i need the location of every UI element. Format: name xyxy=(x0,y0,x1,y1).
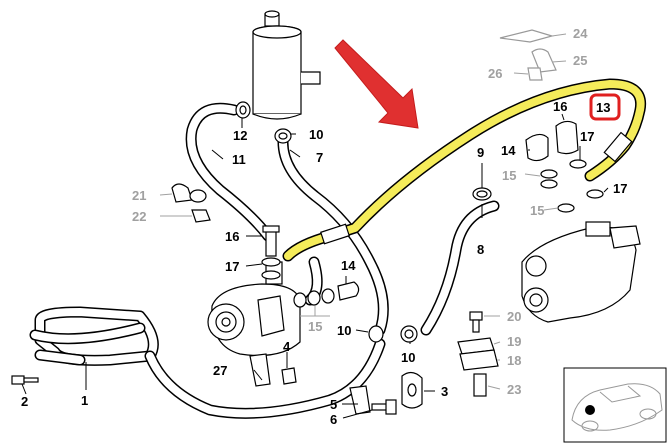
callout-8: 8 xyxy=(477,242,484,257)
callout-2: 2 xyxy=(21,394,28,409)
callout-11: 11 xyxy=(232,152,246,167)
callout-15-right-bottom: 15 xyxy=(530,203,544,218)
callout-23: 23 xyxy=(507,382,521,397)
callout-14-right: 14 xyxy=(501,143,516,158)
car-silhouette-icon xyxy=(571,383,663,432)
callout-12: 12 xyxy=(233,128,247,143)
holder-18[interactable] xyxy=(459,349,499,371)
cooling-line-1[interactable] xyxy=(29,306,386,419)
bracket-24[interactable] xyxy=(499,29,555,43)
callout-10-right: 10 xyxy=(401,350,415,365)
return-hose-11[interactable] xyxy=(185,102,274,242)
callout-15-right-top: 15 xyxy=(502,168,516,183)
callout-17-left: 17 xyxy=(225,259,239,274)
bracket-27[interactable] xyxy=(249,353,271,387)
callout-16-right: 16 xyxy=(553,99,567,114)
nut-26[interactable] xyxy=(527,67,543,81)
callout-3: 3 xyxy=(441,384,448,399)
callout-9: 9 xyxy=(477,145,484,160)
seal-ring-17-right-bottom[interactable] xyxy=(586,189,604,199)
callout-labels: 1 2 3 4 5 6 7 8 9 10 10 10 11 12 13 14 1… xyxy=(21,26,627,427)
clamp-10-top[interactable] xyxy=(274,128,292,144)
callout-14-left: 14 xyxy=(341,258,356,273)
return-hose-8[interactable] xyxy=(420,200,500,336)
callout-24: 24 xyxy=(573,26,588,41)
callout-25: 25 xyxy=(573,53,587,68)
location-dot xyxy=(585,405,595,415)
callout-10-bottom: 10 xyxy=(337,323,351,338)
seal-ring-17-right-top[interactable] xyxy=(569,159,587,169)
callout-16-left: 16 xyxy=(225,229,239,244)
seal-rings-15-left[interactable] xyxy=(293,288,335,308)
screw-20[interactable] xyxy=(469,311,483,333)
callout-26: 26 xyxy=(488,66,502,81)
clamp-10-bottom[interactable] xyxy=(368,325,384,343)
holder-21[interactable] xyxy=(171,183,207,203)
callout-10-top: 10 xyxy=(309,127,323,142)
callout-13-box xyxy=(589,93,621,121)
callout-15-left: 15 xyxy=(308,319,322,334)
union-fitting-14-left[interactable] xyxy=(337,281,360,301)
callout-4: 4 xyxy=(283,339,291,354)
bolt-6[interactable] xyxy=(371,399,397,415)
fluid-reservoir[interactable] xyxy=(252,10,321,120)
callout-18: 18 xyxy=(507,353,521,368)
callout-27: 27 xyxy=(213,363,227,378)
banjo-bolt-16-right[interactable] xyxy=(555,120,579,155)
seal-rings-15-right[interactable] xyxy=(540,169,575,213)
arrow-icon xyxy=(334,39,419,129)
callout-17-right-bottom: 17 xyxy=(613,181,627,196)
power-steering-pump[interactable] xyxy=(207,261,301,357)
callout-21: 21 xyxy=(132,188,146,203)
clamp-10-right[interactable] xyxy=(400,325,418,343)
seal-ring-17-left[interactable] xyxy=(261,257,281,280)
callout-13: 13 xyxy=(596,100,610,115)
vehicle-locator-thumbnail[interactable] xyxy=(563,367,667,443)
callout-22: 22 xyxy=(132,209,146,224)
rubber-mount-3[interactable] xyxy=(401,371,423,409)
callout-20: 20 xyxy=(507,309,521,324)
callout-1: 1 xyxy=(81,393,88,408)
callout-6: 6 xyxy=(330,412,337,427)
clamp-9[interactable] xyxy=(472,187,492,201)
callout-7: 7 xyxy=(316,150,323,165)
callout-19: 19 xyxy=(507,334,521,349)
pressure-hose-13[interactable] xyxy=(282,78,647,262)
leader-lines xyxy=(21,33,609,419)
union-fitting-14-right[interactable] xyxy=(525,133,549,162)
sleeve-23[interactable] xyxy=(473,373,487,397)
clamp-25[interactable] xyxy=(531,48,557,73)
nut-22[interactable] xyxy=(191,209,211,223)
callout-17-right-top: 17 xyxy=(580,129,594,144)
bolt-2[interactable] xyxy=(11,375,39,385)
clamp-5[interactable] xyxy=(349,385,371,415)
banjo-bolt-16-left[interactable] xyxy=(262,225,280,257)
steering-gear[interactable] xyxy=(521,221,641,323)
clip-4[interactable] xyxy=(281,367,297,385)
callout-5: 5 xyxy=(330,397,337,412)
hose-clamp-12[interactable] xyxy=(235,101,251,119)
